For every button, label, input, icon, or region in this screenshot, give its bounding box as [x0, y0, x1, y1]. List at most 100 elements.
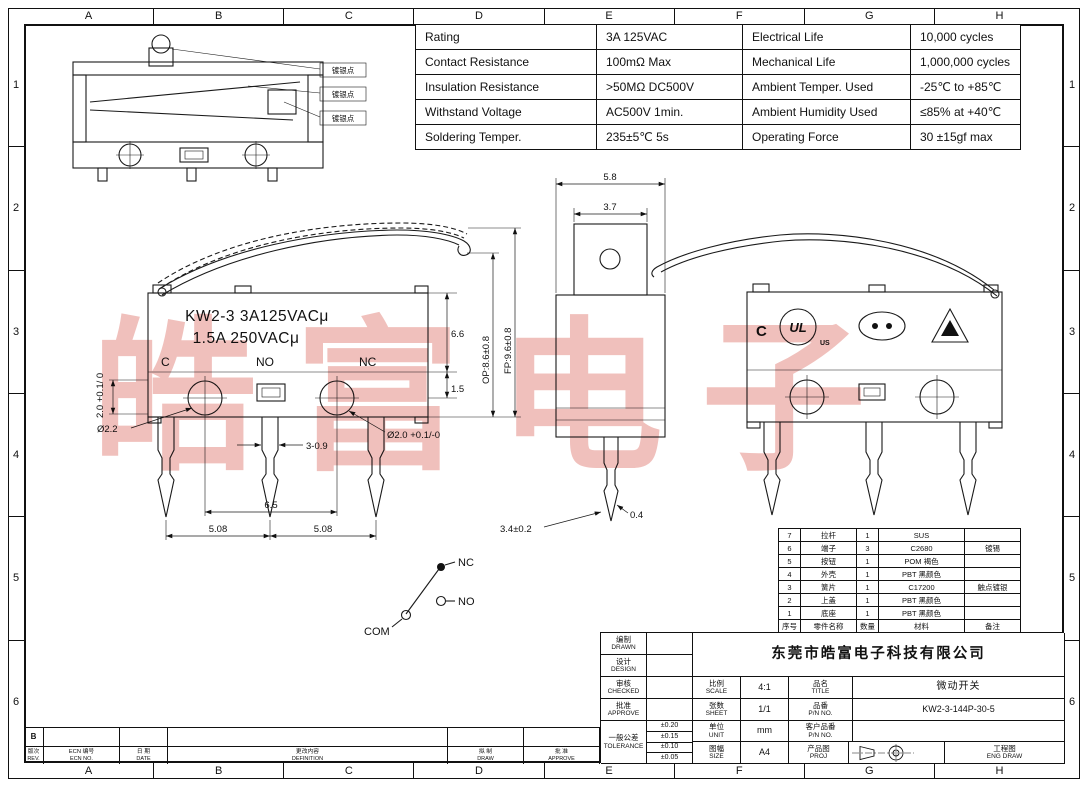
field-sheet-en: SHEET: [705, 710, 728, 718]
grid-col-label: E: [545, 763, 675, 779]
tolerance-value: ±0.10: [647, 743, 693, 753]
grid-band-left: 1 2 3 4 5 6: [8, 24, 24, 763]
bom-header-cell: 数量: [856, 619, 879, 633]
field-tolerance: 一般公差 TOLERANCE: [601, 721, 647, 764]
rev-header-en: APPROVE: [548, 755, 575, 762]
field-design: 设计 DESIGN: [601, 655, 647, 677]
rev-header-ecn: ECN 编号 ECN NO.: [44, 746, 120, 764]
switch-body: [746, 283, 1003, 429]
bom-header-cell: 材料: [878, 619, 965, 633]
field-tolerance-cn: 一般公差: [608, 733, 639, 743]
tolerance-value: ±0.15: [647, 732, 693, 743]
revision-cell: [524, 728, 600, 746]
spec-cell: 1,000,000 cycles: [910, 49, 1021, 75]
bom-cell: 上盖: [800, 593, 857, 607]
spec-cell: Operating Force: [742, 124, 911, 150]
field-proj-cn: 产品图: [807, 743, 830, 753]
spec-row: Rating 3A 125VAC Electrical Life 10,000 …: [415, 24, 1021, 50]
cert-oval-icon: [858, 311, 906, 341]
bom-header-row: 序号 零件名称 数量 材料 备注: [778, 619, 1021, 633]
spec-cell: 235±5℃ 5s: [596, 124, 743, 150]
mounting-holes: [183, 376, 359, 420]
dim-hole-right: Ø2.0 +0.1/-0: [387, 430, 440, 441]
dim-width-inner: 3.7: [603, 202, 616, 213]
grid-row-label: 1: [1064, 24, 1080, 148]
field-title-en: TITLE: [811, 688, 830, 696]
circuit-label-no: NO: [458, 596, 475, 608]
cert-triangle-icon: [931, 307, 969, 343]
grid-row-label: 6: [12, 695, 20, 708]
grid-row-label: 3: [1064, 271, 1080, 394]
grid-band-top: A B C D E F G H: [24, 8, 1064, 24]
bom-cell: PBT 黑颜色: [878, 567, 965, 581]
grid-col-label: B: [154, 8, 285, 24]
bom-cell: 6: [778, 541, 801, 555]
signature-cell: [647, 633, 693, 655]
field-pn-en: P/N NO.: [808, 710, 833, 718]
field-tolerance-en: TOLERANCE: [603, 742, 644, 750]
dim-op: OP:8.6±0.8: [481, 336, 492, 384]
back-view: C UL US: [651, 233, 1003, 516]
revision-cell: [120, 728, 168, 746]
grid-col-label: C: [284, 763, 415, 779]
terminal-label-c: C: [161, 355, 170, 369]
field-drawn-en: DRAWN: [611, 644, 636, 652]
dim-height-left: 2.0 +0.1/ 0: [95, 373, 106, 418]
rev-header-en: REV.: [27, 755, 40, 762]
bom-cell: 1: [856, 554, 879, 568]
bom-cell: 3: [778, 580, 801, 594]
dim-step-height: 1.5: [451, 384, 464, 395]
callout-label: 镀银点: [332, 65, 355, 75]
field-checked-en: CHECKED: [607, 688, 640, 696]
field-design-en: DESIGN: [611, 666, 636, 674]
dim-hole-left: Ø2.2: [97, 424, 118, 435]
ul-us-mark: US: [820, 340, 830, 347]
side-view: 5.8 3.7 3.4±0.2 0.4: [500, 172, 666, 535]
plunger: [148, 34, 174, 67]
bom-cell: 1: [856, 580, 879, 594]
grid-row-label: 2: [8, 147, 24, 271]
grid-col-label: F: [675, 8, 805, 24]
grid-col-label: G: [805, 8, 935, 24]
grid-col-label: E: [545, 8, 675, 24]
tolerance-value: ±0.20: [647, 721, 693, 732]
grid-col-label: D: [414, 8, 545, 24]
bom-cell: 按钮: [800, 554, 857, 568]
grid-col-label: H: [995, 10, 1004, 22]
spec-cell: >50MΩ DC500V: [596, 74, 743, 100]
company-name: 东莞市皓富电子科技有限公司: [693, 633, 1065, 677]
bom-cell: 5: [778, 554, 801, 568]
base-block: [72, 141, 324, 182]
rev-header-definition: 更改内容 DEFINITION: [168, 746, 448, 764]
front-view: KW2-3 3A125VACμ 1.5A 250VACμ C NO NC Ø2.…: [95, 222, 521, 540]
lever-arm: [157, 222, 471, 296]
tolerance-value: ±0.05: [647, 753, 693, 764]
switch-body: [147, 284, 429, 424]
dim-pin-length: 3.4±0.2: [500, 524, 532, 535]
spec-row: Soldering Temper. 235±5℃ 5s Operating Fo…: [415, 124, 1021, 150]
housing-hatched-walls: [72, 61, 324, 143]
rev-header-cn: ECN 编号: [68, 748, 95, 755]
bom-cell: 1: [856, 593, 879, 607]
grid-col-label: B: [154, 763, 285, 779]
bom-cell: 1: [856, 606, 879, 620]
title-block: 编制 DRAWN 设计 DESIGN 审核 CHECKED 批准 APPROVE…: [600, 632, 1065, 764]
bom-header-cell: 备注: [964, 619, 1021, 633]
bom-cell: C2680: [878, 541, 965, 555]
circuit-label-com: COM: [364, 626, 390, 638]
dim-width-outer: 5.8: [603, 172, 616, 183]
bom-cell: POM 褐色: [878, 554, 965, 568]
field-approve: 批准 APPROVE: [601, 699, 647, 721]
field-checked: 审核 CHECKED: [601, 677, 647, 699]
bom-row: 5 按钮 1 POM 褐色: [778, 554, 1021, 568]
bom-cell: 外壳: [800, 567, 857, 581]
callout-label: 镀银点: [332, 113, 355, 123]
grid-row-label: 3: [8, 271, 24, 394]
field-part-number: 品番 P/N NO.: [789, 699, 853, 721]
rev-header-approve: 批 准 APPROVE: [524, 746, 600, 764]
bom-cell: 端子: [800, 541, 857, 555]
bom-cell: PBT 黑颜色: [878, 606, 965, 620]
bom-row: 3 簧片 1 C17200 触点镀银: [778, 580, 1021, 594]
bom-cell: [964, 606, 1021, 620]
projection-symbol-cell: [849, 742, 945, 764]
